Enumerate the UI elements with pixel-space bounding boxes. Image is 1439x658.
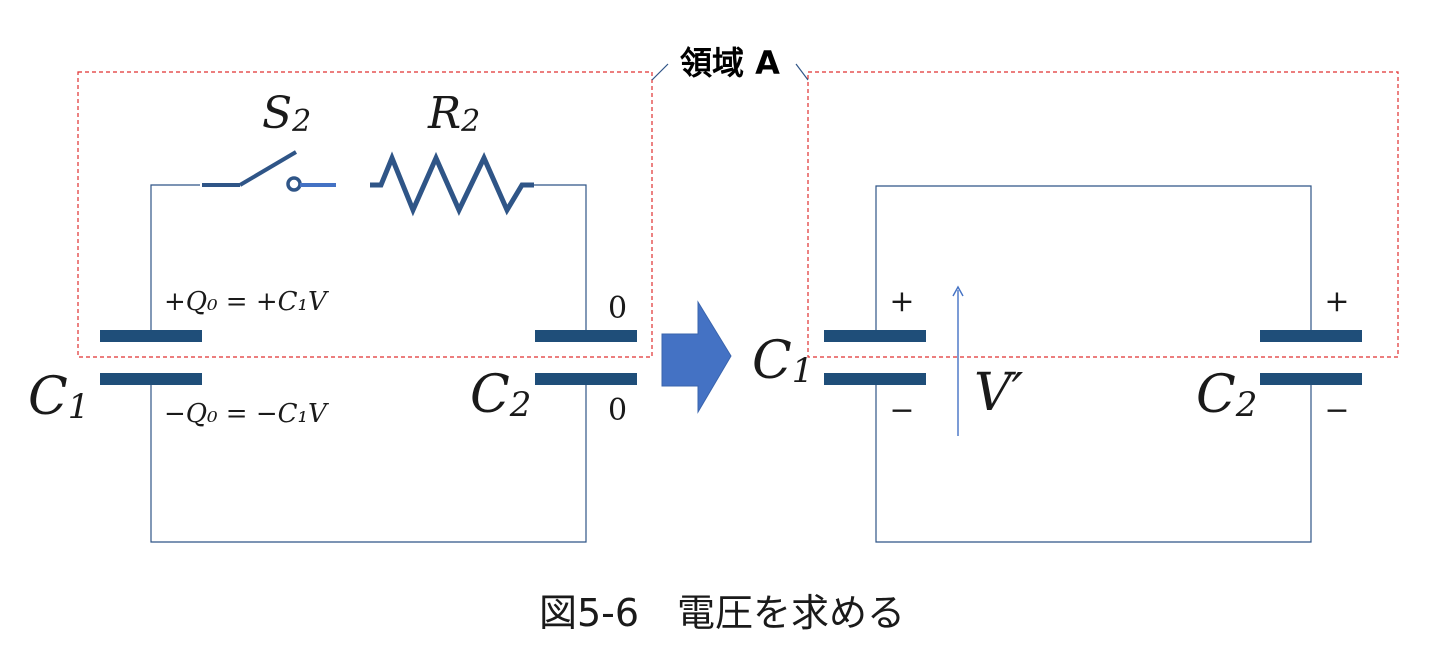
right-circuit: C1 C2 + − + − V′ xyxy=(752,185,1362,543)
right-c2-bottom-sign: − xyxy=(1324,393,1349,428)
left-c2-label: C2 xyxy=(470,365,531,425)
charge-bottom-label: −Q₀ = −C₁V xyxy=(164,399,329,429)
right-c2-top-sign: + xyxy=(1324,284,1349,319)
resistor-r2-label: R2 xyxy=(427,88,480,139)
left-c1-label: C1 xyxy=(28,367,89,427)
region-a-left-box xyxy=(77,71,653,358)
c2-bottom-charge-label: 0 xyxy=(608,393,627,428)
right-c1-top-sign: + xyxy=(889,284,914,319)
region-a-label: 領域 A xyxy=(680,44,780,82)
right-c2-label: C2 xyxy=(1196,365,1257,425)
left-wire-top-left xyxy=(150,184,200,334)
region-a-leader-right xyxy=(795,63,809,81)
voltage-label: V′ xyxy=(974,363,1024,423)
charge-top-label: +Q₀ = +C₁V xyxy=(164,287,329,317)
transition-arrow xyxy=(661,300,732,414)
voltage-arrow-head xyxy=(952,285,964,297)
left-wire-top-right xyxy=(534,184,587,334)
switch-s2 xyxy=(202,150,336,192)
right-c1-top-plate xyxy=(824,330,926,342)
right-c1-label: C1 xyxy=(752,331,813,391)
left-wire-bottom xyxy=(150,379,587,543)
left-c1-bottom-plate xyxy=(100,373,202,385)
region-a-leader-left xyxy=(651,63,669,81)
c2-top-charge-label: 0 xyxy=(608,291,627,326)
right-c1-bottom-sign: − xyxy=(889,393,914,428)
right-wire-top xyxy=(875,185,1312,334)
region-a-right-box xyxy=(807,71,1399,358)
resistor-r2 xyxy=(370,151,534,217)
figure-caption: 図5-6 電圧を求める xyxy=(539,591,905,635)
left-c1-top-plate xyxy=(100,330,202,342)
left-c2-top-plate xyxy=(535,330,637,342)
left-c2-bottom-plate xyxy=(535,373,637,385)
right-c2-top-plate xyxy=(1260,330,1362,342)
left-circuit: S2 R2 C1 C2 +Q₀ = +C₁V −Q₀ = −C₁V 0 0 xyxy=(28,88,637,543)
right-c1-bottom-plate xyxy=(824,373,926,385)
right-c2-bottom-plate xyxy=(1260,373,1362,385)
right-wire-bottom xyxy=(875,379,1312,543)
switch-s2-label: S2 xyxy=(262,88,311,139)
